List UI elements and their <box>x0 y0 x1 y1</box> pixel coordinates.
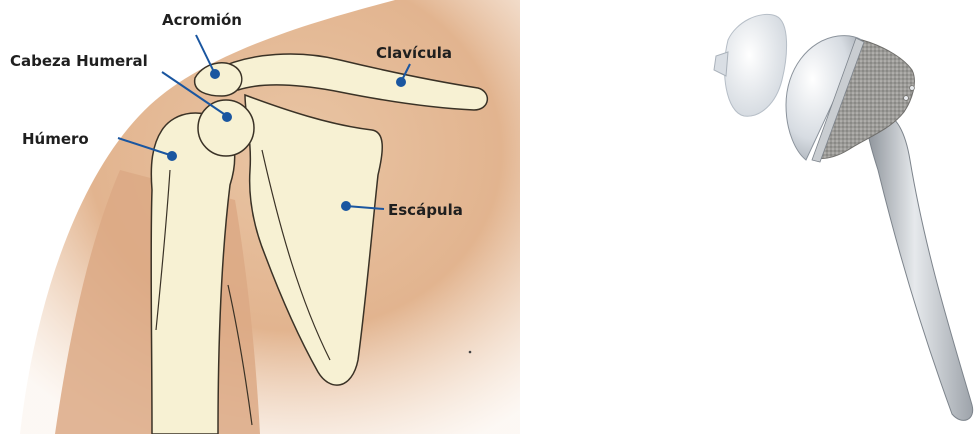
acromion-bone <box>195 63 242 96</box>
prosthesis-suture-hole <box>910 86 915 91</box>
humeral-head-marker <box>223 113 231 121</box>
clavicle-marker <box>397 78 405 86</box>
prosthesis-stem <box>867 110 972 420</box>
label-humeral-head: Cabeza Humeral <box>10 52 148 70</box>
label-humerus: Húmero <box>22 130 89 148</box>
stray-dot <box>469 351 472 354</box>
label-acromion: Acromión <box>162 11 242 29</box>
scapula-marker <box>342 202 350 210</box>
acromion-marker <box>211 70 219 78</box>
prosthesis-suture-hole <box>904 96 909 101</box>
label-scapula: Escápula <box>388 201 463 219</box>
glenoid-liner <box>714 14 787 116</box>
label-clavicle: Clavícula <box>376 44 452 62</box>
humerus-marker <box>168 152 176 160</box>
shoulder-anatomy-diagram: Acromión Cabeza Humeral Clavícula Húmero… <box>10 0 520 434</box>
shoulder-prosthesis-image <box>714 14 973 420</box>
humeral-head-bone <box>198 100 254 156</box>
